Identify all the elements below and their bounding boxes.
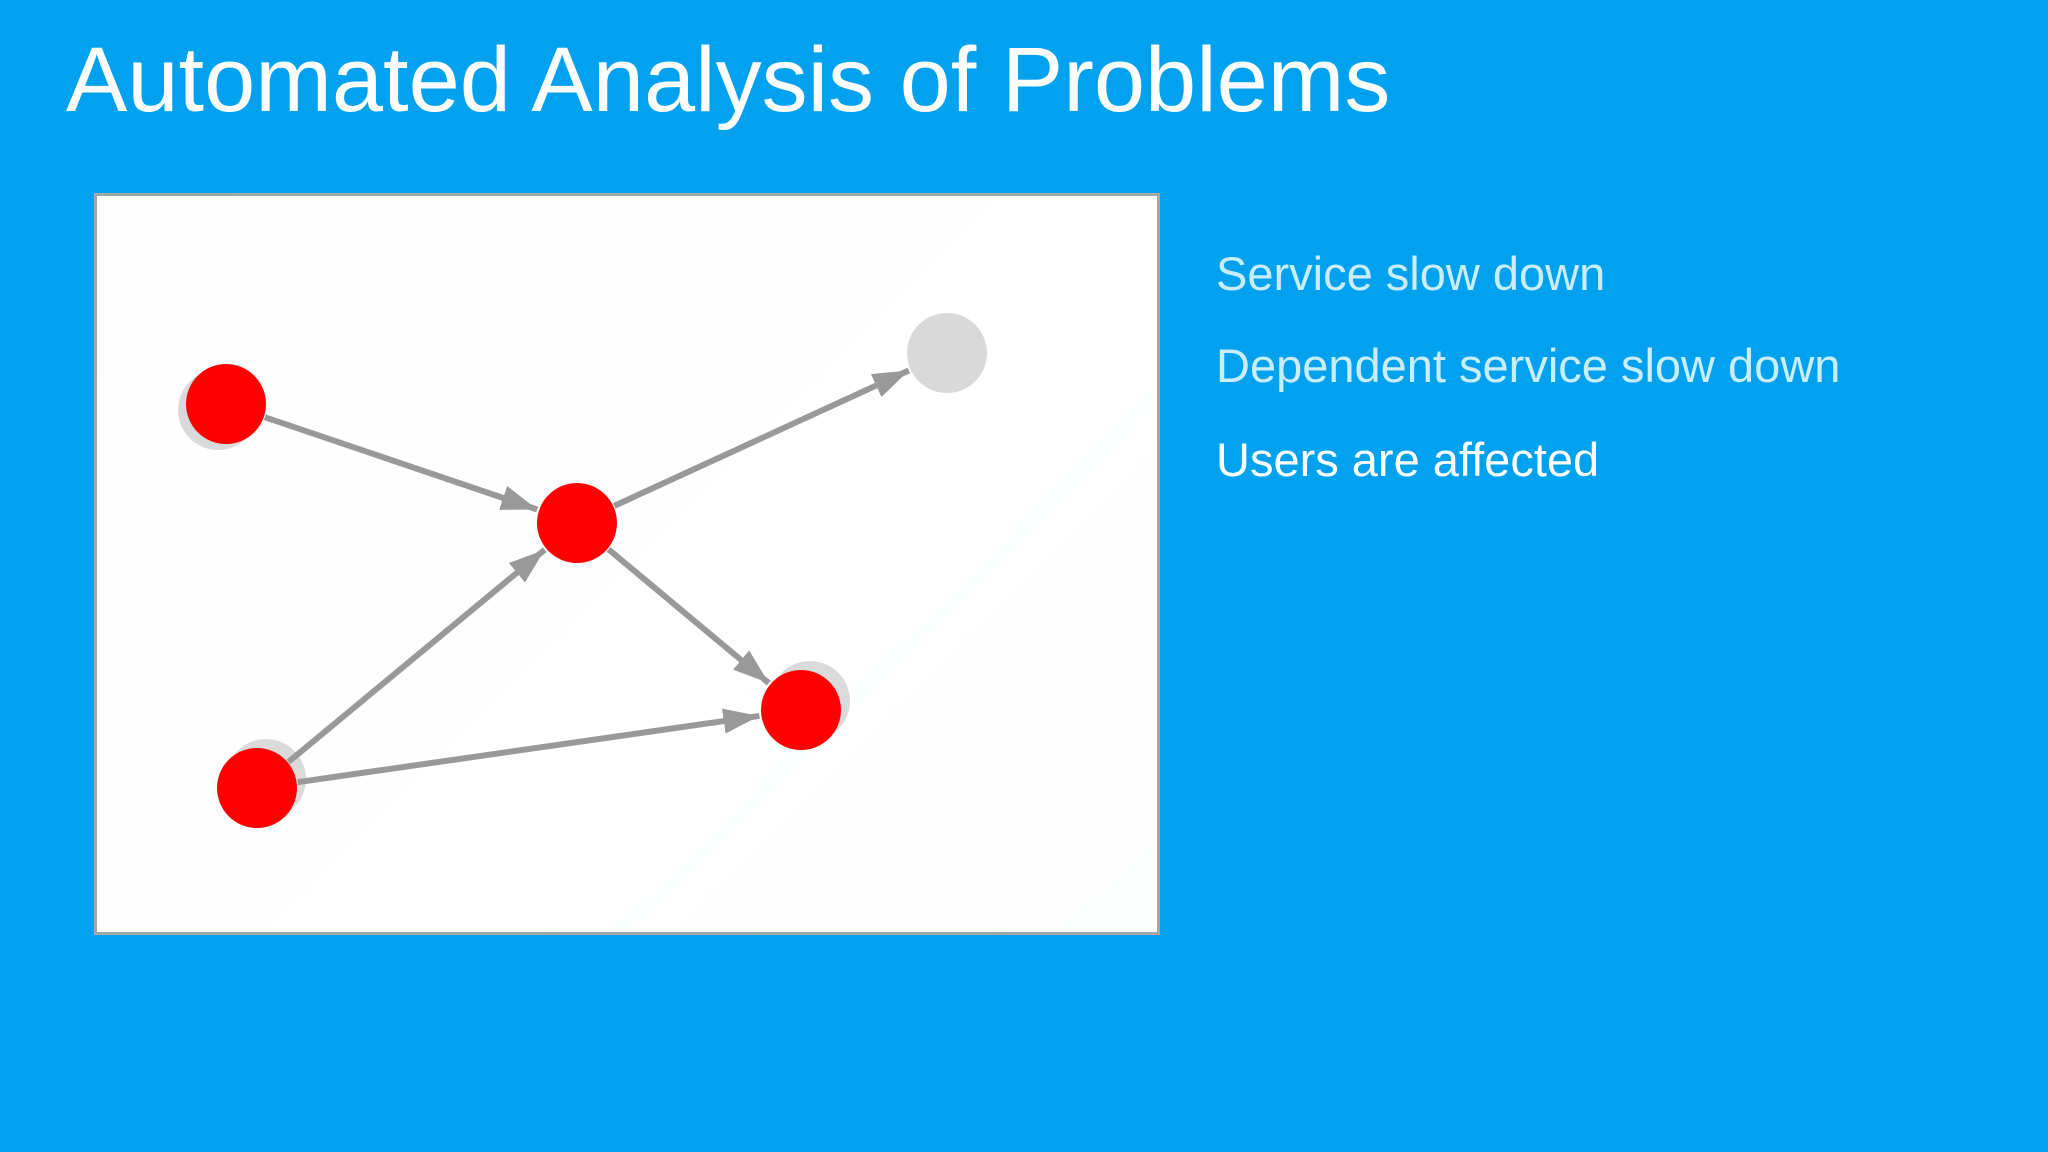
graph-node-service-c-healthy (907, 313, 987, 393)
service-dependency-graph (178, 313, 987, 828)
graph-node-service-d-problem (761, 670, 841, 750)
annotation-dependent-service-slow-down: Dependent service slow down (1216, 339, 1841, 392)
graph-edge-service-b-to-service-c (613, 367, 911, 509)
graph-node-service-b-problem (537, 483, 617, 563)
service-graph-panel (94, 193, 1160, 935)
graph-node-service-a-problem (186, 364, 266, 444)
graph-node-service-e-problem (217, 748, 297, 828)
graph-edge-service-e-to-service-b (286, 547, 547, 765)
slide-title: Automated Analysis of Problems (66, 29, 1391, 131)
graph-edge-service-b-to-service-d (606, 546, 771, 686)
annotation-service-slow-down: Service slow down (1216, 247, 1606, 300)
annotation-users-are-affected: Users are affected (1216, 433, 1600, 486)
graph-edge-service-e-to-service-d (297, 708, 760, 786)
graph-edge-service-a-to-service-b (263, 414, 539, 513)
